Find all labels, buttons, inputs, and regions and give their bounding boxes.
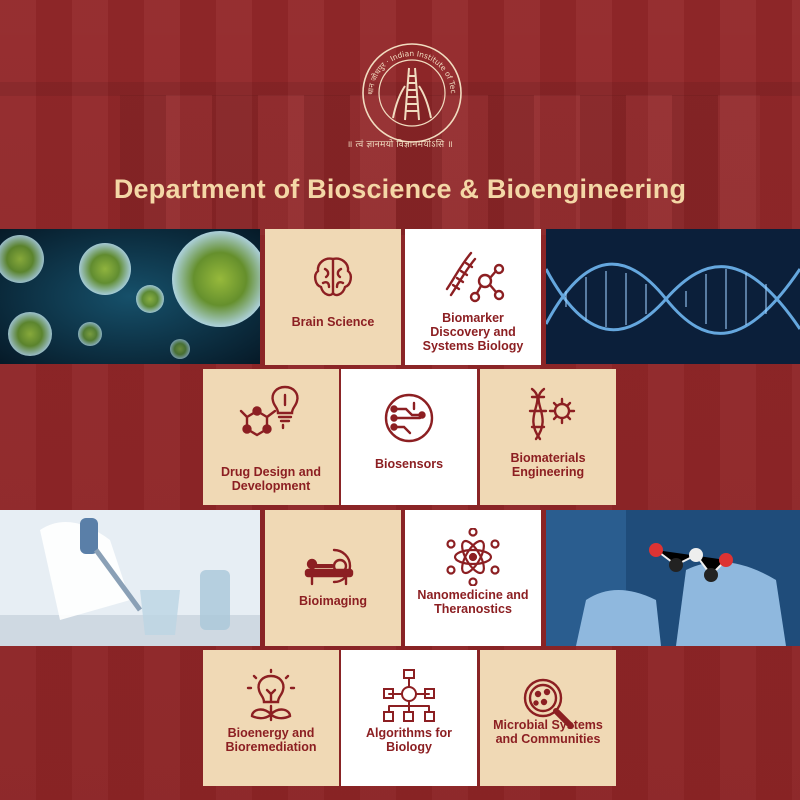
molecule-bulb-icon [203, 381, 339, 445]
tile-biomarker-discovery[interactable]: Biomarker Discovery and Systems Biology [405, 229, 541, 365]
lab-pipette-photo [0, 510, 260, 646]
atom-icon [405, 528, 541, 586]
tile-bioenergy[interactable]: Bioenergy and Bioremediation [203, 650, 339, 786]
microbe-magnifier-icon [480, 676, 616, 732]
dna-network-icon [405, 247, 541, 303]
tile-algorithms[interactable]: Algorithms for Biology [341, 650, 477, 786]
molecular-model-photo [546, 510, 800, 646]
bacteria-photo [0, 229, 260, 364]
page-title: Department of Bioscience & Bioengineerin… [113, 174, 687, 204]
dna-gear-icon [480, 385, 616, 443]
iit-jodhpur-logo: भारतीय प्रौद्योगिकी संस्थान जोधपुर · Ind… [355, 33, 465, 146]
motto: ॥ त्वं ज्ञानमयो विज्ञानमयोऽसि ॥ [347, 139, 453, 149]
tile-label: Drug Design and Development [220, 465, 321, 493]
tile-drug-design[interactable]: Drug Design and Development [203, 369, 339, 505]
scanner-icon [265, 544, 401, 588]
tile-brain-science[interactable]: Brain Science [265, 229, 401, 365]
tile-bioimaging[interactable]: Bioimaging [265, 510, 401, 646]
bulb-plant-icon [203, 668, 339, 728]
tile-microbial-systems[interactable]: Microbial Systems and Communities [480, 650, 616, 786]
tile-label: Biosensors [374, 457, 444, 471]
tile-label: Bioimaging [298, 594, 368, 608]
tile-nanomedicine[interactable]: Nanomedicine and Theranostics [405, 510, 541, 646]
tile-label: Microbial Systems and Communities [493, 718, 603, 746]
tile-biosensors[interactable]: Biosensors [341, 369, 477, 505]
dna-helix-photo [546, 229, 800, 364]
tile-label: Algorithms for Biology [365, 726, 453, 754]
tile-label: Brain Science [291, 315, 375, 329]
flowchart-icon [341, 668, 477, 724]
tile-label: Biomarker Discovery and Systems Biology [422, 311, 524, 353]
brain-icon [265, 253, 401, 301]
tile-label: Bioenergy and Bioremediation [225, 726, 317, 754]
tile-label: Nanomedicine and Theranostics [417, 588, 529, 616]
tile-biomaterials[interactable]: Biomaterials Engineering [480, 369, 616, 505]
circuit-icon [341, 391, 477, 445]
tile-label: Biomaterials Engineering [510, 451, 586, 479]
